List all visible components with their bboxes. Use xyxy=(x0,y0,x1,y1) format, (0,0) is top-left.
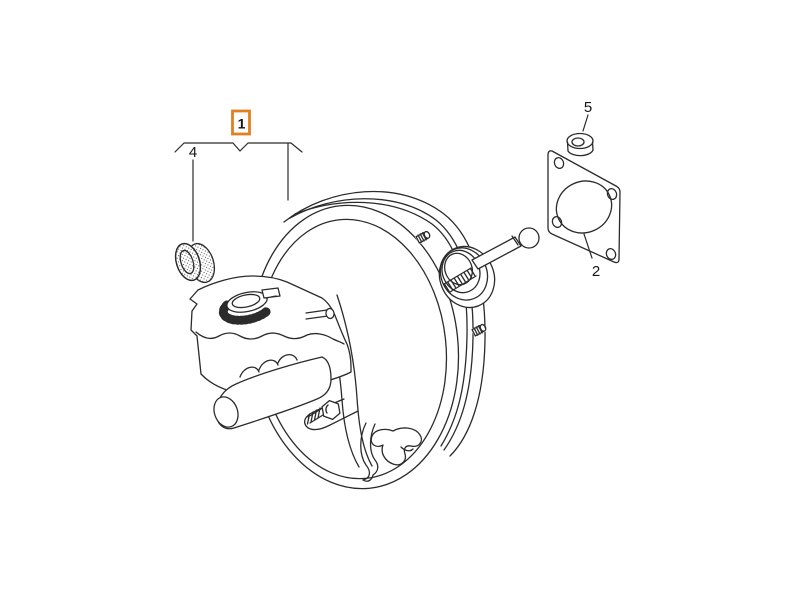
callout-1-label[interactable]: 1 xyxy=(238,116,246,132)
booster-kidney-detail xyxy=(400,446,414,452)
callout-2-leader-line xyxy=(583,233,593,259)
bolt-hex-head xyxy=(321,399,341,421)
gasket-center-hole xyxy=(555,180,613,234)
grommet-drawing xyxy=(174,242,216,284)
pushrod-ball-end xyxy=(518,227,540,249)
callout-2-label[interactable]: 2 xyxy=(592,263,600,280)
filler-cap-inner-ring xyxy=(231,293,261,309)
mounting-stud-upper xyxy=(414,230,431,245)
nut-flange-bottom xyxy=(567,149,594,157)
brake-booster-drawing xyxy=(250,190,540,490)
callout-1-bracket xyxy=(174,142,303,153)
gasket-bolt-hole xyxy=(551,215,563,229)
reservoir-side-nipple xyxy=(305,307,335,320)
gasket-bolt-hole xyxy=(553,156,565,170)
bolt-thread-shank xyxy=(306,407,324,425)
master-cylinder-port-bosses xyxy=(239,354,298,378)
bracket-foot xyxy=(303,398,359,431)
nut-side-walls xyxy=(566,141,594,152)
pushrod xyxy=(443,227,540,293)
filler-cap-tab xyxy=(261,287,281,299)
grommet-inner-groove xyxy=(179,249,195,275)
outlet-fitting-bolt xyxy=(306,399,341,425)
pushrod-collar xyxy=(511,235,519,246)
bolt-hex-facet xyxy=(325,404,329,414)
callout-5-label[interactable]: 5 xyxy=(584,99,592,116)
line-art xyxy=(174,114,621,490)
master-cylinder-end-cap xyxy=(213,396,239,428)
pushrod-shaft xyxy=(471,236,522,270)
master-cylinder-body xyxy=(215,356,332,430)
callout-5-leader-line xyxy=(582,114,589,132)
gasket-plate xyxy=(547,150,621,264)
booster-kidney-molding xyxy=(370,427,423,466)
pushrod-threads xyxy=(444,267,476,293)
callout-labels: 1 2 4 5 xyxy=(189,99,600,280)
nut-drawing xyxy=(566,132,594,157)
callout-1-highlight-box[interactable] xyxy=(231,109,251,136)
gasket-drawing xyxy=(547,150,621,264)
gasket-bolt-hole xyxy=(605,247,617,261)
grommet-front-disc xyxy=(174,242,202,282)
callout-lines xyxy=(174,114,593,259)
master-cylinder-reservoir-drawing xyxy=(189,275,352,430)
bracket-arm-outer xyxy=(336,294,373,467)
nut-center-hole xyxy=(571,137,585,147)
reservoir-filler-cap xyxy=(218,287,281,325)
callout-4-label[interactable]: 4 xyxy=(189,144,197,161)
booster-bottom-fold-inner xyxy=(362,423,379,482)
mounting-stud-lower xyxy=(470,323,487,338)
reservoir-seam-edge xyxy=(195,331,345,345)
filler-cap-ribs xyxy=(218,300,272,325)
gasket-bolt-hole xyxy=(606,187,618,201)
